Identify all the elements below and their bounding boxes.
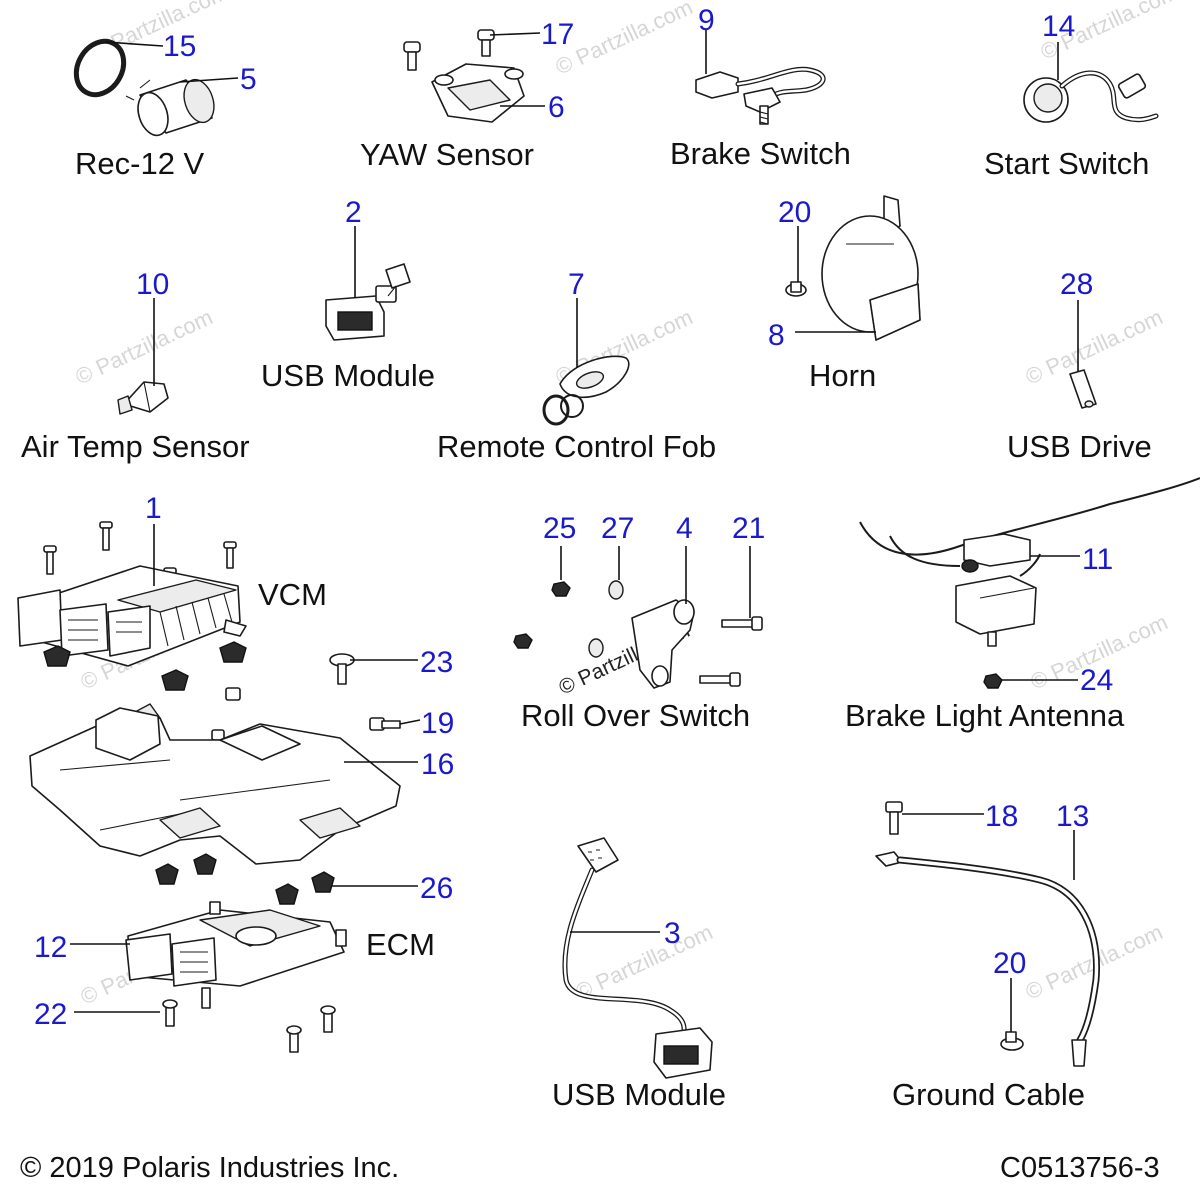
callout-6: 6 (548, 91, 565, 124)
ecm-group: 12 22 ECM (34, 901, 435, 1053)
callout-5: 5 (240, 63, 257, 96)
vcm-part-1 (17, 565, 247, 667)
clip-parts-26 (155, 853, 335, 905)
callout-1: 1 (145, 492, 162, 525)
nut-part-25 (513, 581, 571, 649)
caption-ecm: ECM (366, 927, 435, 962)
callout-11: 11 (1082, 543, 1113, 576)
callout-8: 8 (768, 319, 785, 352)
callout-13: 13 (1056, 800, 1089, 833)
fob-part-7 (542, 355, 630, 426)
caption-brake-light-antenna: Brake Light Antenna (845, 698, 1125, 733)
callout-14: 14 (1042, 10, 1075, 43)
screw-part-20-top (785, 281, 807, 297)
antenna-part-11 (859, 477, 1200, 647)
remote-fob-group: 7 Remote Control Fob (437, 268, 716, 464)
usb-module-bottom-group: 3 USB Module (552, 837, 726, 1112)
usb-drive-part-28 (1069, 369, 1097, 409)
o-ring-part-15 (73, 38, 127, 98)
usb-module-part-2 (325, 263, 411, 341)
usb-module-top-group: 2 USB Module (261, 196, 435, 393)
bracket-part-16 (29, 703, 401, 865)
nut-part-24 (983, 673, 1003, 689)
callout-17: 17 (541, 18, 574, 51)
callout-9: 9 (698, 4, 715, 37)
callout-18: 18 (985, 800, 1018, 833)
bolt-part-17 (403, 29, 495, 71)
callout-20-bottom: 20 (993, 947, 1026, 980)
bolt-parts-21 (699, 616, 763, 687)
callout-16: 16 (421, 748, 454, 781)
screw-parts-22 (162, 987, 336, 1053)
caption-ground-cable: Ground Cable (892, 1077, 1085, 1112)
bracket-group: 23 19 16 26 (29, 646, 454, 905)
callout-21: 21 (732, 512, 765, 545)
screw-part-23 (329, 653, 355, 685)
yaw-sensor-part-6 (431, 63, 525, 123)
air-temp-sensor-part-10 (117, 381, 169, 415)
caption-usb-module-top: USB Module (261, 358, 435, 393)
callout-25: 25 (543, 512, 576, 545)
caption-horn: Horn (809, 358, 876, 393)
callout-7: 7 (568, 268, 585, 301)
callout-20-top: 20 (778, 196, 811, 229)
callout-27: 27 (601, 512, 634, 545)
air-temp-sensor-group: 10 Air Temp Sensor (21, 268, 250, 464)
ground-cable-part-13 (875, 851, 1100, 1067)
callout-12: 12 (34, 931, 67, 964)
callout-28: 28 (1060, 268, 1093, 301)
rec-12v-group: 15 5 Rec-12 V (73, 30, 257, 181)
caption-yaw-sensor: YAW Sensor (360, 137, 534, 172)
vcm-group: 1 VCM (17, 492, 327, 691)
callout-10: 10 (136, 268, 169, 301)
copyright-text: © 2019 Polaris Industries Inc. (20, 1152, 399, 1184)
washer-part-27 (588, 580, 624, 658)
callout-2: 2 (345, 196, 362, 229)
ground-cable-group: 18 13 20 Ground Cable (875, 800, 1100, 1112)
horn-group: 20 8 Horn (768, 195, 921, 393)
ecm-part-12 (125, 901, 347, 987)
watermark: © Partzilla.com (1022, 304, 1167, 389)
callout-4: 4 (676, 512, 693, 545)
vcm-clips (43, 641, 247, 691)
callout-24: 24 (1080, 664, 1113, 697)
roll-over-switch-part-4 (631, 599, 695, 689)
caption-air-temp-sensor: Air Temp Sensor (21, 429, 250, 464)
brake-switch-group: 9 Brake Switch (670, 4, 851, 171)
caption-roll-over-switch: Roll Over Switch (521, 698, 750, 733)
caption-vcm: VCM (258, 577, 327, 612)
receptacle-part-5 (125, 78, 215, 137)
watermark: © Partzilla.com (72, 304, 217, 389)
callout-26: 26 (420, 872, 453, 905)
screw-part-20-bottom (1000, 1031, 1024, 1051)
bolt-part-18 (885, 801, 903, 835)
bolt-part-19 (211, 687, 401, 741)
diagram-code: C0513756-3 (1000, 1152, 1160, 1184)
start-switch-part-14 (1023, 70, 1159, 123)
caption-usb-drive: USB Drive (1007, 429, 1152, 464)
caption-brake-switch: Brake Switch (670, 136, 851, 171)
callout-22: 22 (34, 998, 67, 1031)
start-switch-group: 14 Start Switch (984, 10, 1159, 181)
roll-over-switch-group: 25 27 4 21 Roll Over Switch (513, 512, 765, 733)
caption-start-switch: Start Switch (984, 146, 1149, 181)
callout-23: 23 (420, 646, 453, 679)
callout-15: 15 (163, 30, 196, 63)
horn-part-8 (821, 195, 921, 341)
usb-drive-group: 28 USB Drive (1007, 268, 1152, 464)
yaw-sensor-group: 17 6 YAW Sensor (360, 18, 574, 172)
brake-switch-part-9 (695, 66, 826, 125)
caption-remote-control-fob: Remote Control Fob (437, 429, 716, 464)
caption-usb-module-bottom: USB Module (552, 1077, 726, 1112)
callout-3: 3 (664, 917, 681, 950)
usb-harness-part-3 (562, 837, 713, 1079)
brake-light-antenna-group: 11 24 Brake Light Antenna (845, 477, 1200, 733)
caption-rec-12v: Rec-12 V (75, 146, 205, 181)
callout-19: 19 (421, 707, 454, 740)
vcm-screws (43, 521, 237, 595)
